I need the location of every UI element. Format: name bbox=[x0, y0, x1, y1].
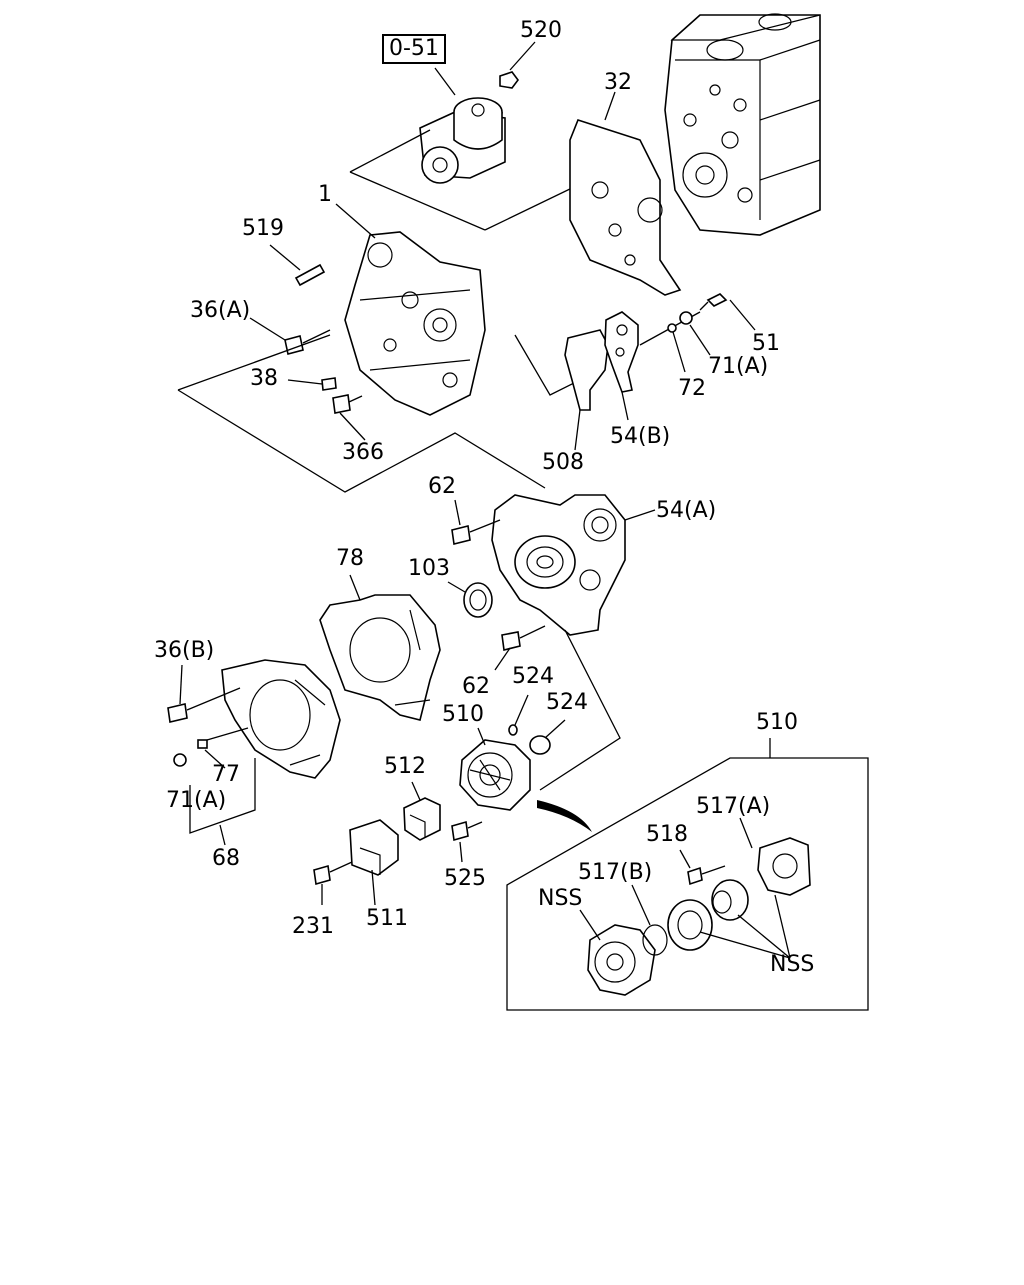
bolt-36b-icon bbox=[167, 687, 241, 723]
engine-block-icon bbox=[664, 13, 821, 236]
plate-78-icon bbox=[319, 594, 441, 721]
callout-54b: 54(B) bbox=[610, 424, 671, 449]
callout-nss-left: NSS bbox=[538, 886, 583, 911]
gasket-icon bbox=[569, 119, 682, 296]
callout-51: 51 bbox=[752, 331, 780, 356]
kit-bushing-icon bbox=[711, 879, 749, 921]
bolt-525-icon bbox=[451, 820, 483, 842]
oil-filter-icon bbox=[419, 97, 506, 184]
callout-54a: 54(A) bbox=[656, 498, 717, 523]
callout-524-a: 524 bbox=[512, 664, 554, 689]
kit-bearing-icon bbox=[667, 899, 713, 951]
kit-bolt-icon bbox=[687, 866, 703, 886]
coupling-large-icon bbox=[349, 819, 399, 876]
callout-511: 511 bbox=[366, 906, 408, 931]
callout-517a: 517(A) bbox=[696, 794, 771, 819]
callout-68: 68 bbox=[212, 846, 240, 871]
nut-520-icon bbox=[499, 71, 519, 89]
callout-1: 1 bbox=[318, 182, 332, 207]
oring-large-icon bbox=[529, 735, 551, 755]
callout-366: 366 bbox=[342, 440, 384, 465]
reference-box-label: 0-51 bbox=[382, 34, 446, 64]
plate-icon bbox=[564, 311, 639, 411]
callout-38: 38 bbox=[250, 366, 278, 391]
kit-box bbox=[506, 757, 869, 1011]
callout-519: 519 bbox=[242, 216, 284, 241]
callout-517b: 517(B) bbox=[578, 860, 653, 885]
callout-62-bot: 62 bbox=[462, 674, 490, 699]
callout-231: 231 bbox=[292, 914, 334, 939]
callout-71a-bot: 71(A) bbox=[166, 788, 227, 813]
callout-510-box: 510 bbox=[756, 710, 798, 735]
callout-62-top: 62 bbox=[428, 474, 456, 499]
kit-oring-icon bbox=[642, 924, 668, 956]
plug-icon bbox=[173, 753, 187, 767]
callout-510: 510 bbox=[442, 702, 484, 727]
cover-icon bbox=[491, 494, 626, 636]
small-parts-icon bbox=[667, 293, 728, 333]
bolt-231-icon bbox=[313, 861, 353, 886]
callout-103: 103 bbox=[408, 556, 450, 581]
pin-icon bbox=[197, 739, 208, 749]
callout-525: 525 bbox=[444, 866, 486, 891]
callout-71a-top: 71(A) bbox=[708, 354, 769, 379]
timing-case-icon bbox=[344, 231, 486, 416]
callout-32: 32 bbox=[604, 70, 632, 95]
arrow-icon bbox=[537, 800, 592, 832]
callout-512: 512 bbox=[384, 754, 426, 779]
callout-508: 508 bbox=[542, 450, 584, 475]
kit-pump-icon bbox=[587, 924, 656, 996]
callout-36b: 36(B) bbox=[154, 638, 215, 663]
bolt-icon bbox=[284, 263, 363, 414]
callout-78: 78 bbox=[336, 546, 364, 571]
pump-icon bbox=[459, 739, 531, 811]
bolt-62-icon bbox=[451, 519, 546, 651]
plate-68-icon bbox=[221, 659, 341, 779]
callout-518: 518 bbox=[646, 822, 688, 847]
callout-77: 77 bbox=[212, 762, 240, 787]
callout-524-b: 524 bbox=[546, 690, 588, 715]
callout-36a: 36(A) bbox=[190, 298, 251, 323]
kit-flange-icon bbox=[757, 837, 811, 896]
oring-small-icon bbox=[508, 724, 518, 736]
callout-nss-right: NSS bbox=[770, 952, 815, 977]
coupling-icon bbox=[403, 797, 441, 841]
callout-72: 72 bbox=[678, 376, 706, 401]
seal-icon bbox=[463, 582, 493, 618]
callout-520: 520 bbox=[520, 18, 562, 43]
